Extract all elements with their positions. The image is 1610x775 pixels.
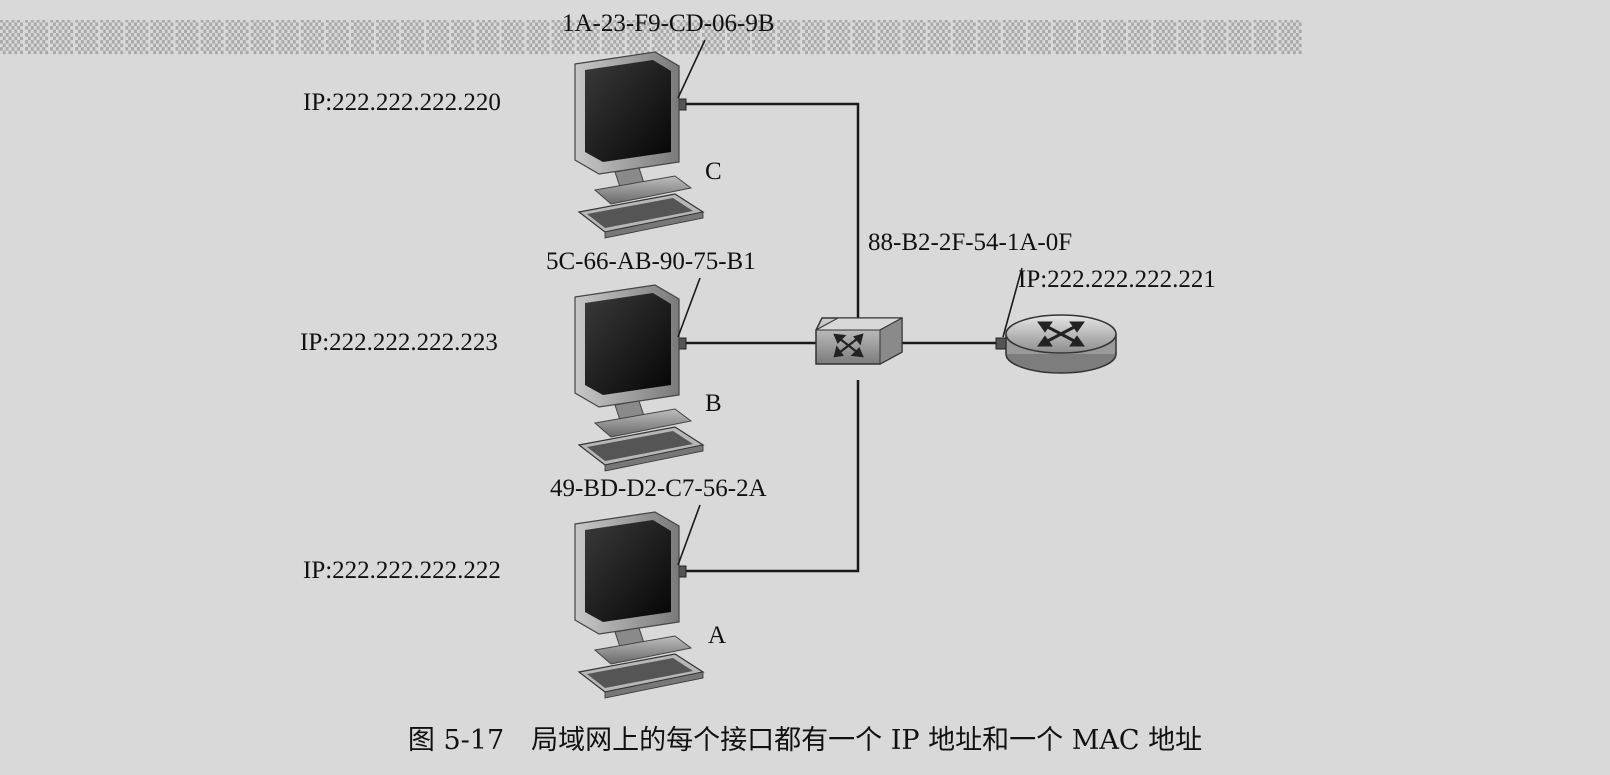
figure-caption: 图 5-17 局域网上的每个接口都有一个 IP 地址和一个 MAC 地址 bbox=[407, 725, 1203, 756]
host-c-mac: 1A-23-F9-CD-06-9B bbox=[562, 10, 775, 37]
host-a-label: A bbox=[708, 622, 727, 649]
link-c bbox=[684, 102, 860, 322]
host-c-label: C bbox=[705, 158, 722, 185]
computer-a-icon bbox=[574, 511, 704, 699]
host-a-ip: IP:222.222.222.222 bbox=[303, 557, 501, 584]
link-a bbox=[684, 380, 860, 573]
computer-c-icon bbox=[574, 51, 704, 239]
router-ip: IP:222.222.222.221 bbox=[1018, 266, 1216, 293]
host-b-label: B bbox=[705, 390, 722, 417]
links bbox=[684, 102, 1008, 573]
host-b-ip: IP:222.222.222.223 bbox=[300, 329, 498, 356]
host-b-mac: 5C-66-AB-90-75-B1 bbox=[546, 248, 756, 275]
background-texture: ▒▒▒▒▒▒▒▒▒▒▒▒▒▒▒▒▒▒▒▒▒▒▒▒▒▒▒▒▒▒▒▒▒▒▒▒▒▒▒▒… bbox=[0, 20, 1304, 55]
host-a-mac: 49-BD-D2-C7-56-2A bbox=[550, 475, 767, 502]
router-mac: 88-B2-2F-54-1A-0F bbox=[868, 229, 1073, 256]
mac-pointers bbox=[677, 39, 1023, 566]
switch-icon bbox=[815, 317, 903, 365]
router-icon bbox=[1005, 314, 1117, 374]
host-c-ip: IP:222.222.222.220 bbox=[303, 89, 501, 116]
computer-b-icon bbox=[574, 284, 704, 472]
